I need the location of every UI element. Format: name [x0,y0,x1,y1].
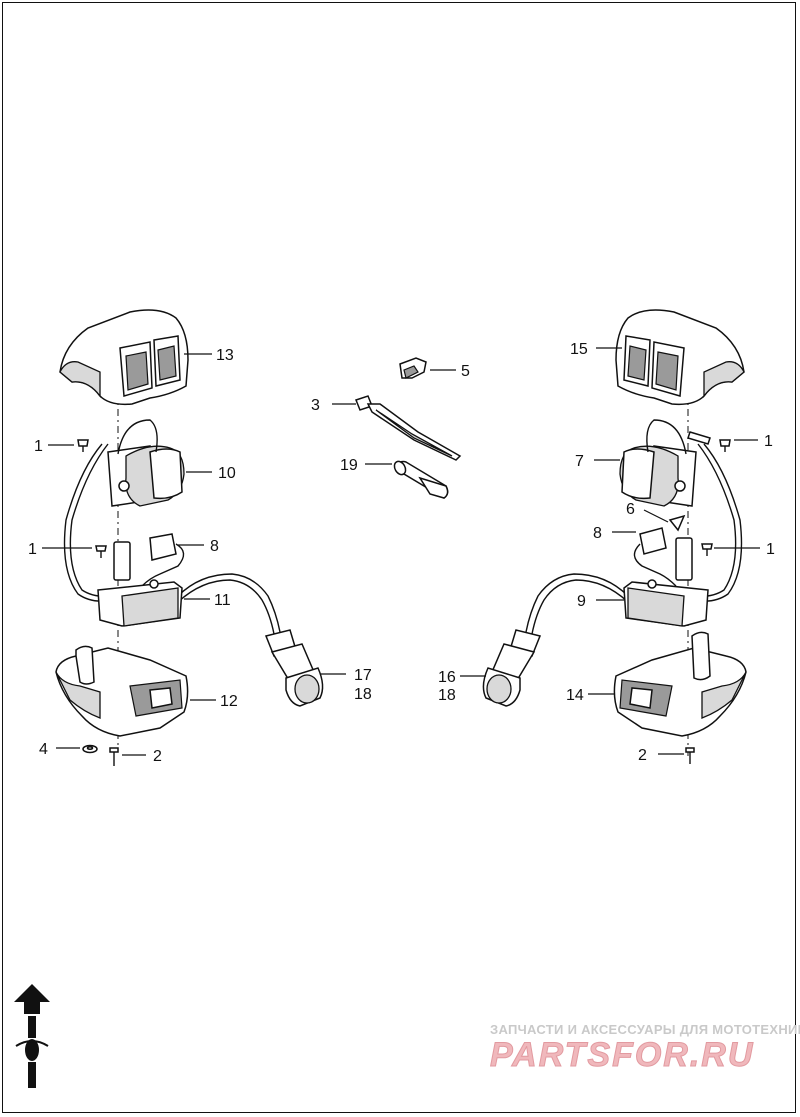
part-19-sleeve [393,460,449,499]
callout-1-left-upper: 1 [34,438,43,455]
left-assembly [55,309,324,766]
callout-18-left: 18 [354,686,372,703]
left-fasteners [77,439,119,766]
callout-7: 7 [575,453,584,470]
part-6-small-bracket [668,514,686,532]
callout-2-left: 2 [153,748,162,765]
right-wire-harness [525,443,743,635]
callout-9: 9 [577,593,586,610]
callout-16: 16 [438,669,456,686]
watermark: ЗАПЧАСТИ И АКСЕССУАРЫ ДЛЯ МОТОТЕХНИКИ PA… [490,1022,800,1075]
watermark-brand: PARTSFOR.RU [490,1036,754,1074]
part-16-connector-plug [482,629,542,707]
part-10-switch-module [107,419,185,507]
watermark-tagline: ЗАПЧАСТИ И АКСЕССУАРЫ ДЛЯ МОТОТЕХНИКИ [490,1022,800,1037]
callout-labels: 13 15 5 3 19 1 10 1 8 11 17 18 12 4 2 1 … [28,341,775,765]
part-7-switch-module [619,419,711,507]
left-wire-harness [63,443,281,635]
part-14-lower-switch-housing [613,631,747,737]
callout-6: 6 [626,501,635,518]
part-15-upper-switch-housing [615,309,745,406]
part-9-lower-switch [623,579,709,627]
callout-5: 5 [461,363,470,380]
part-12-lower-switch-housing [55,645,189,737]
callout-3: 3 [311,397,320,414]
callout-1-right-upper: 1 [764,433,773,450]
callout-13: 13 [216,347,234,364]
callout-1-right-lower: 1 [766,541,775,558]
callout-8-right: 8 [593,525,602,542]
motorcycle-front-arrow-icon [14,984,50,1088]
part-8-connector-right [633,527,693,587]
part-11-lower-switch [97,579,183,627]
right-fasteners [685,439,731,764]
callout-10: 10 [218,465,236,482]
leader-lines [42,347,760,756]
callout-4: 4 [39,741,48,758]
callout-8-left: 8 [210,538,219,555]
center-parts [355,357,462,499]
part-3-cable-tie [355,395,462,461]
callout-1-left-lower: 1 [28,541,37,558]
part-8-connector [113,533,185,587]
callout-11: 11 [214,592,231,609]
part-5-clip [399,357,427,379]
callout-15: 15 [570,341,588,358]
callout-14: 14 [566,687,584,704]
callout-19: 19 [340,457,358,474]
right-assembly [482,309,747,764]
part-17-connector-plug [264,629,324,707]
callout-12: 12 [220,693,238,710]
callout-18-right: 18 [438,687,456,704]
callout-2-right: 2 [638,747,647,764]
part-13-upper-switch-housing [59,309,189,406]
callout-17: 17 [354,667,372,684]
